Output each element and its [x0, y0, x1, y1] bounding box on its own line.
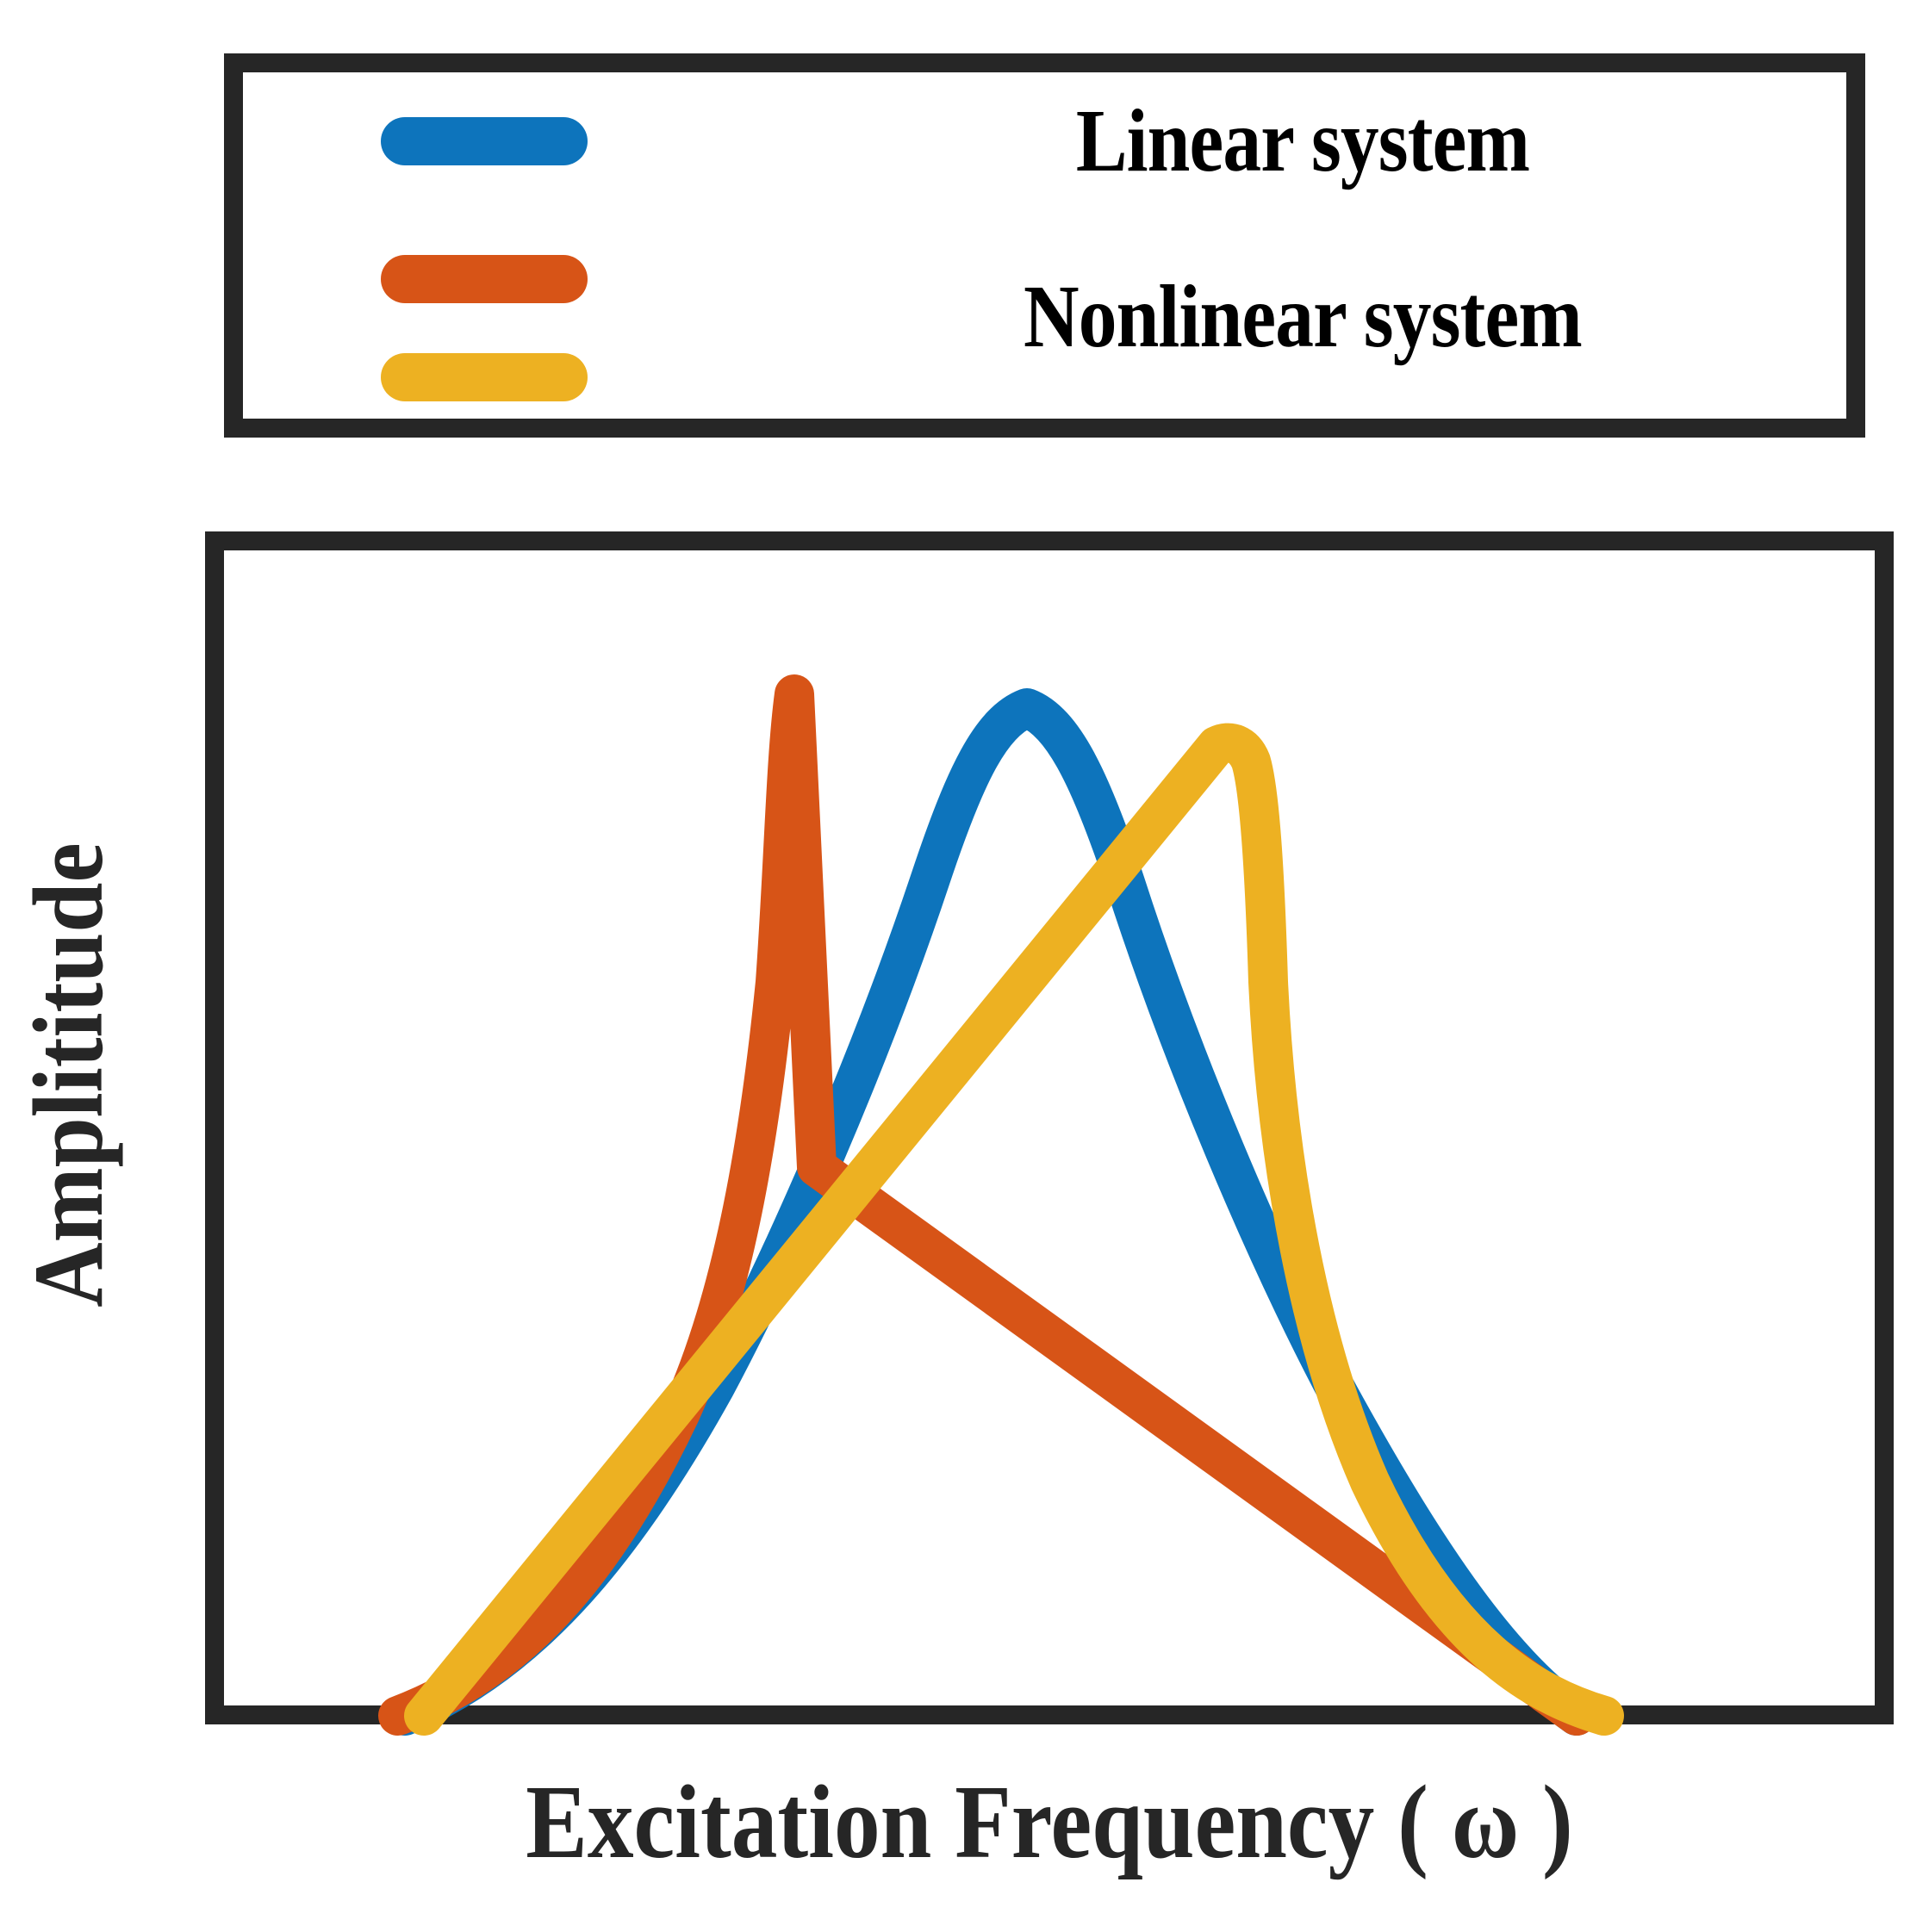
- plot-frame: [205, 531, 1894, 1724]
- legend-label-linear-system: Linear system: [1075, 91, 1530, 190]
- legend-swatch-linear-system: [381, 117, 588, 165]
- x-axis-label: Excitation Frequency ( ω ): [526, 1764, 1573, 1880]
- legend-swatch-nonlinear-softening: [381, 255, 588, 303]
- legend-label-nonlinear-system: Nonlinear system: [1024, 267, 1583, 366]
- legend-swatch-nonlinear-hardening: [381, 353, 588, 401]
- y-axis-label: Amplititude: [14, 842, 124, 1308]
- legend-content: Linear system Nonlinear system: [243, 72, 1846, 419]
- legend-box: Linear system Nonlinear system: [224, 53, 1865, 438]
